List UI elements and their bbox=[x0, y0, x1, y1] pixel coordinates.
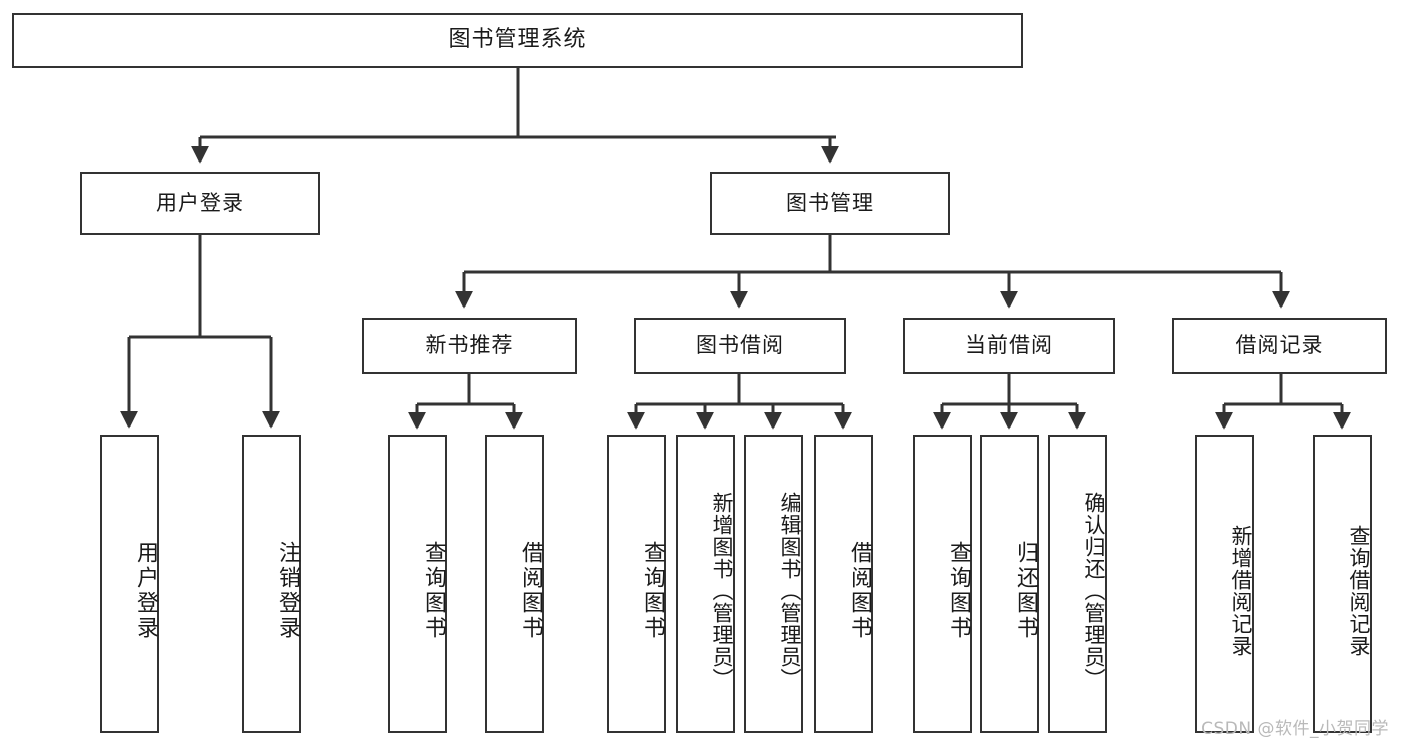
leaf-records-add-record[interactable]: 新增借阅记录 bbox=[1195, 435, 1254, 733]
node-new-book-recommend[interactable]: 新书推荐 bbox=[362, 318, 577, 374]
watermark-credit: CSDN @软件_小贺同学 bbox=[1201, 719, 1389, 739]
node-book-borrow[interactable]: 图书借阅 bbox=[634, 318, 846, 374]
leaf-borrow-query-book[interactable]: 查询图书 bbox=[607, 435, 666, 733]
node-book-management[interactable]: 图书管理 bbox=[710, 172, 950, 235]
leaf-borrow-edit-book-admin[interactable]: 编辑图书（管理员） bbox=[744, 435, 803, 733]
node-current-borrow[interactable]: 当前借阅 bbox=[903, 318, 1115, 374]
node-borrow-records[interactable]: 借阅记录 bbox=[1172, 318, 1387, 374]
node-user-login[interactable]: 用户登录 bbox=[80, 172, 320, 235]
leaf-user-login-login[interactable]: 用户登录 bbox=[100, 435, 159, 733]
leaf-new-book-query[interactable]: 查询图书 bbox=[388, 435, 447, 733]
node-root-system[interactable]: 图书管理系统 bbox=[12, 13, 1023, 68]
leaf-current-confirm-return-admin[interactable]: 确认归还（管理员） bbox=[1048, 435, 1107, 733]
leaf-current-query-book[interactable]: 查询图书 bbox=[913, 435, 972, 733]
leaf-records-query-record[interactable]: 查询借阅记录 bbox=[1313, 435, 1372, 733]
leaf-current-return-book[interactable]: 归还图书 bbox=[980, 435, 1039, 733]
leaf-borrow-add-book-admin[interactable]: 新增图书（管理员） bbox=[676, 435, 735, 733]
leaf-borrow-borrow-book[interactable]: 借阅图书 bbox=[814, 435, 873, 733]
leaf-user-login-logout[interactable]: 注销登录 bbox=[242, 435, 301, 733]
leaf-new-book-borrow[interactable]: 借阅图书 bbox=[485, 435, 544, 733]
